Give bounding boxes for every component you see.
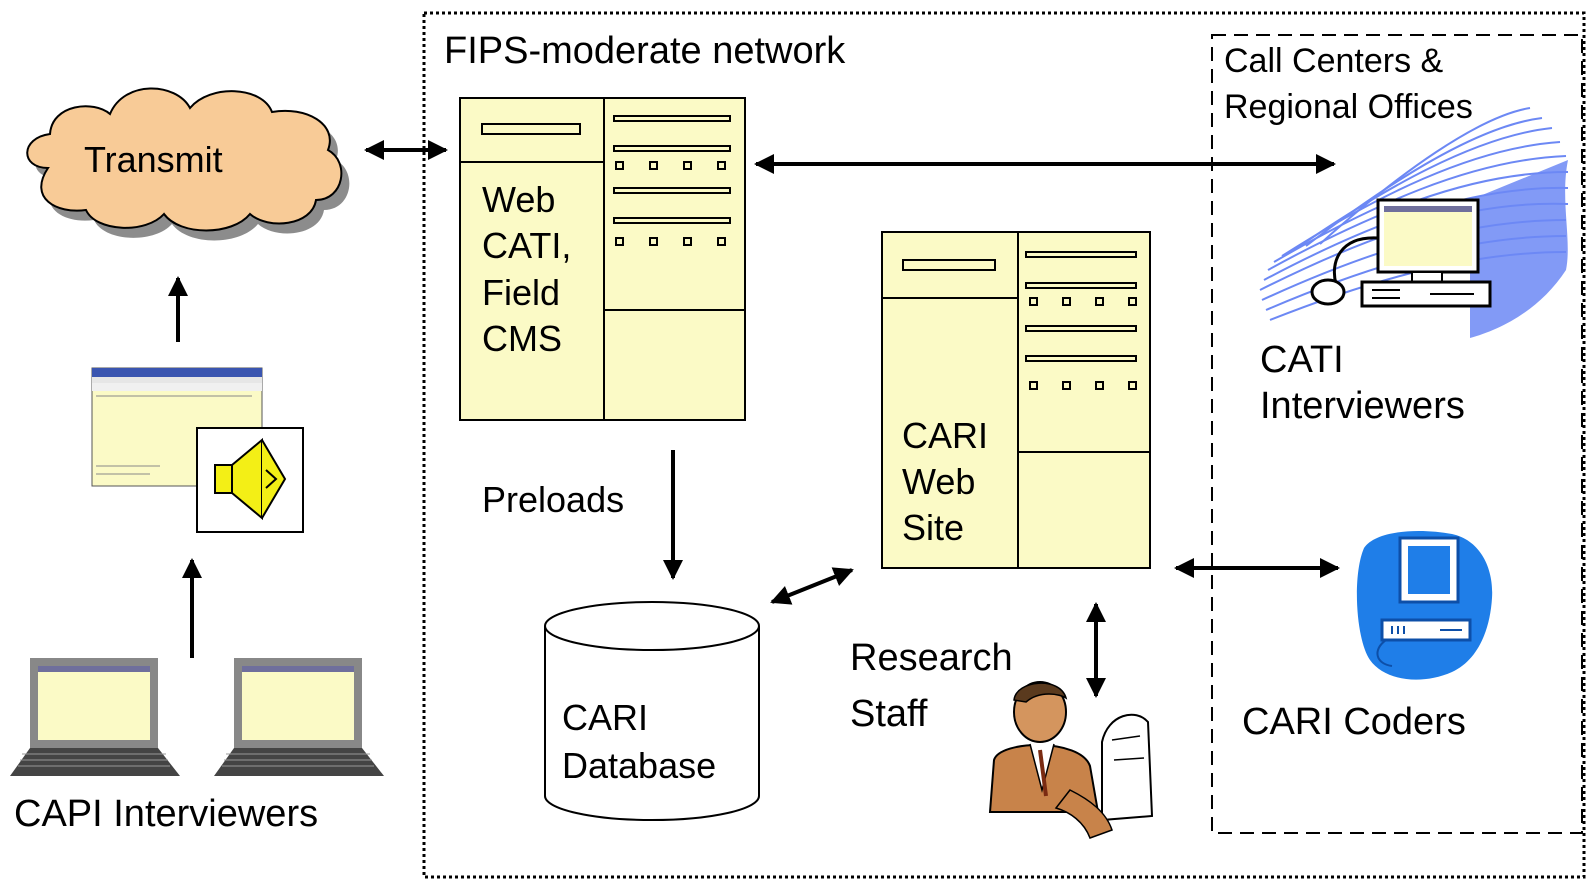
cari-web-site-server xyxy=(881,231,1151,569)
cati-interviewers-line2: Interviewers xyxy=(1260,385,1465,427)
capi-interviewers-label: CAPI Interviewers xyxy=(14,793,318,835)
cari-coders-label: CARI Coders xyxy=(1242,701,1466,743)
cari-server-line1: CARI xyxy=(902,415,988,456)
database-cylinder-icon xyxy=(544,601,760,821)
fips-network-label: FIPS-moderate network xyxy=(444,30,846,72)
call-centers-label-line1: Call Centers & xyxy=(1224,42,1444,80)
call-centers-boundary xyxy=(1211,34,1583,834)
web-server-line1: Web xyxy=(482,179,555,220)
desktop-computer-icon xyxy=(1356,530,1493,680)
cari-server-line2: Web xyxy=(902,461,975,502)
call-centers-label-line2: Regional Offices xyxy=(1224,88,1473,126)
cloud-icon xyxy=(26,87,350,241)
cati-workstation-icon xyxy=(1259,107,1569,338)
web-server-line2: CATI, xyxy=(482,225,571,266)
fips-network-boundary xyxy=(422,11,1586,879)
web-server-line4: CMS xyxy=(482,318,562,359)
database-cari-arrow xyxy=(770,567,854,605)
preloads-label: Preloads xyxy=(482,479,624,520)
person-at-computer-icon xyxy=(988,681,1154,839)
database-line2: Database xyxy=(562,745,716,786)
web-cati-server xyxy=(459,97,746,421)
web-server-line3: Field xyxy=(482,272,560,313)
database-line1: CARI xyxy=(562,697,648,738)
laptop-icon xyxy=(214,658,384,776)
cati-interviewers-line1: CATI xyxy=(1260,339,1344,381)
speaker-icon xyxy=(196,427,304,533)
cari-server-line3: Site xyxy=(902,507,964,548)
research-staff-line1: Research xyxy=(850,637,1013,679)
transmit-label: Transmit xyxy=(84,139,223,180)
research-staff-line2: Staff xyxy=(850,693,928,735)
laptop-icon xyxy=(10,658,180,776)
